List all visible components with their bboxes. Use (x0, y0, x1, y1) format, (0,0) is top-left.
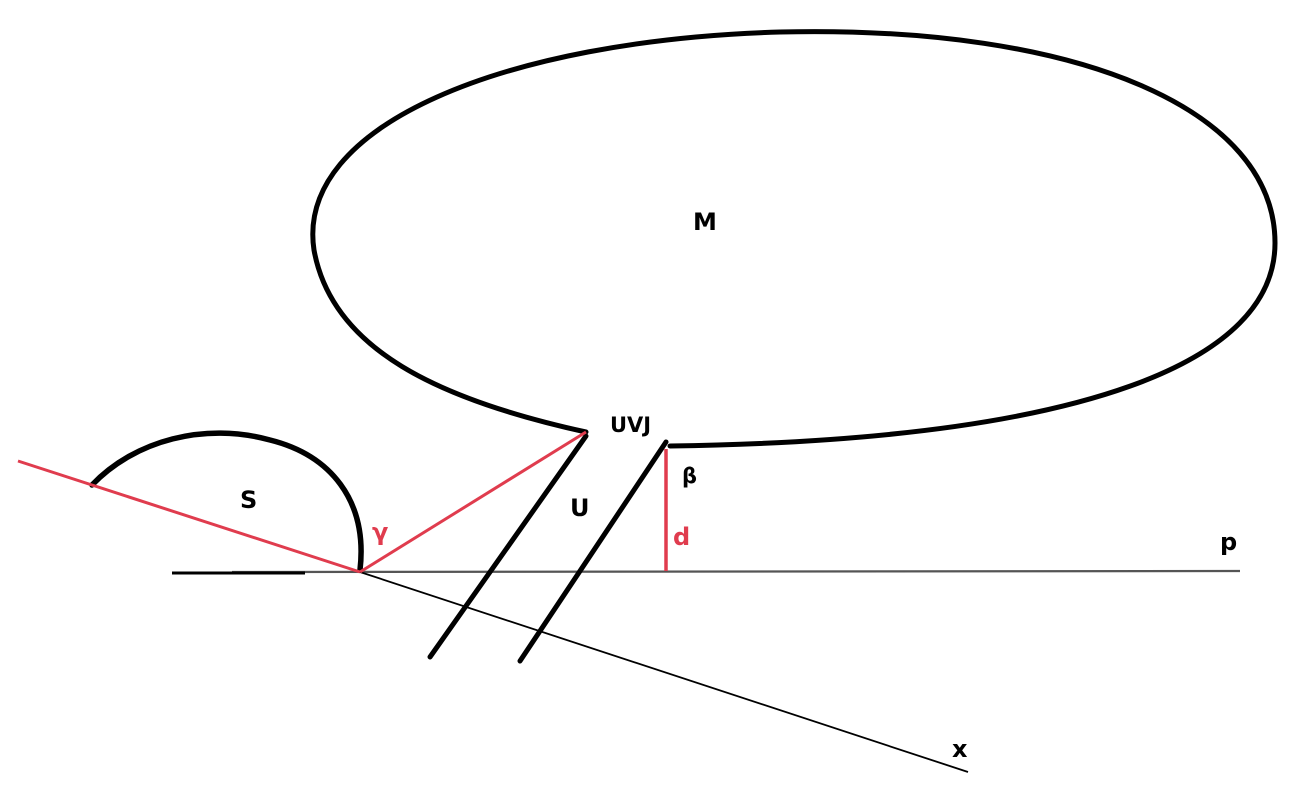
label-distance: d (673, 523, 690, 551)
ureter-wall-right (517, 439, 669, 664)
label-ureter: U (570, 494, 590, 522)
symphysis-axis-line (17, 459, 361, 574)
label-line-p: p (1220, 528, 1237, 556)
ureter-wall-left (427, 433, 589, 660)
label-gamma: γ (372, 518, 388, 546)
line-x (359, 571, 969, 773)
label-bladder: M (693, 208, 717, 236)
symphysis-arc (89, 430, 364, 573)
line-p (231, 569, 1241, 574)
label-symphysis: S (240, 486, 257, 514)
label-line-x: x (952, 735, 968, 763)
bladder-outline (310, 29, 1278, 449)
gamma-line (359, 430, 587, 574)
label-beta: β (682, 464, 697, 488)
label-junction: UVJ (610, 413, 651, 437)
